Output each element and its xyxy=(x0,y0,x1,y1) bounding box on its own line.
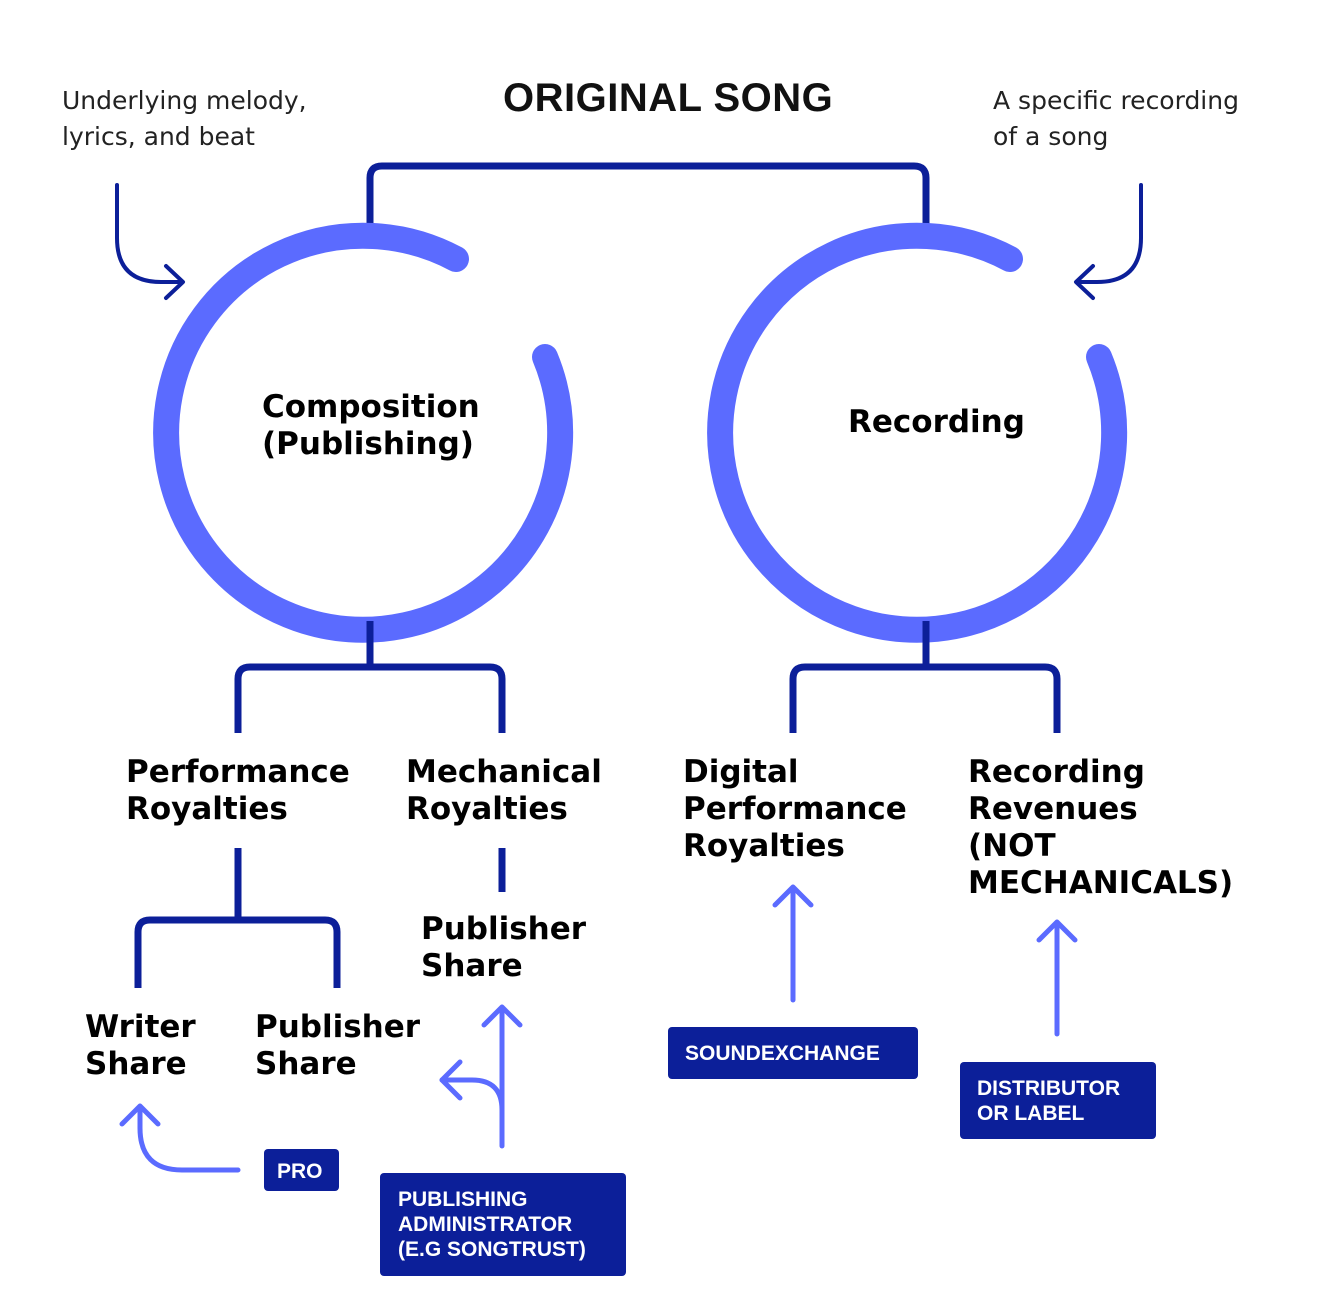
label-line: Publisher xyxy=(421,911,587,947)
composition-label: Composition (Publishing) xyxy=(262,389,480,463)
box-line: DISTRIBUTOR xyxy=(977,1077,1121,1100)
label-line: Royalties xyxy=(126,791,288,827)
top-connector xyxy=(366,162,930,228)
right-note-arrow xyxy=(1074,183,1143,300)
label-line: Performance xyxy=(126,754,350,790)
note-line: A specific recording xyxy=(993,86,1239,115)
label-line: Publisher xyxy=(255,1009,421,1045)
soundexchange-arrow xyxy=(772,884,814,1003)
publishing-administrator-box: PUBLISHING ADMINISTRATOR (E.G SONGTRUST) xyxy=(380,1173,626,1276)
label-line: Share xyxy=(85,1046,187,1082)
performance-split-connector xyxy=(134,848,341,988)
label-line: MECHANICALS) xyxy=(968,865,1234,901)
label-line: Share xyxy=(421,948,523,984)
label-line: Share xyxy=(255,1046,357,1082)
note-line: lyrics, and beat xyxy=(62,122,255,151)
note-line: of a song xyxy=(993,122,1109,151)
soundexchange-box: SOUNDEXCHANGE xyxy=(668,1027,918,1079)
label-line: Writer xyxy=(85,1009,196,1045)
label-line: Recording xyxy=(968,754,1145,790)
mechanical-royalties-label: Mechanical Royalties xyxy=(406,754,602,828)
label-line: Royalties xyxy=(683,828,845,864)
label-line: Recording xyxy=(848,404,1025,440)
digital-performance-royalties-label: Digital Performance Royalties xyxy=(683,754,907,865)
composition-branch-connector xyxy=(234,621,506,733)
box-line: PUBLISHING xyxy=(398,1188,528,1211)
page-title: ORIGINAL SONG xyxy=(503,76,834,120)
performance-royalties-label: Performance Royalties xyxy=(126,754,350,828)
performance-publisher-share-label: Publisher Share xyxy=(255,1009,420,1083)
label-line: Mechanical xyxy=(406,754,602,790)
label-line: Composition xyxy=(262,389,480,425)
box-line: OR LABEL xyxy=(977,1102,1085,1125)
box-line: (E.G SONGTRUST) xyxy=(398,1238,586,1261)
writer-share-label: Writer Share xyxy=(85,1009,196,1083)
pro-box: PRO xyxy=(264,1149,339,1191)
distributor-box: DISTRIBUTOR OR LABEL xyxy=(960,1062,1156,1139)
recording-label: Recording xyxy=(848,404,1025,441)
recording-branch-connector xyxy=(789,621,1061,733)
mechanical-publisher-share-label: Publisher Share xyxy=(421,911,586,985)
pro-arrow xyxy=(119,1103,241,1173)
recording-circle xyxy=(707,222,1128,643)
left-note-arrow xyxy=(115,183,185,300)
distributor-arrow xyxy=(1036,919,1078,1037)
note-line: Underlying melody, xyxy=(62,86,307,115)
box-line: PRO xyxy=(277,1160,323,1183)
label-line: (NOT xyxy=(968,828,1056,864)
composition-circle xyxy=(153,222,574,643)
label-line: (Publishing) xyxy=(262,426,474,462)
label-line: Performance xyxy=(683,791,907,827)
box-line: ADMINISTRATOR xyxy=(398,1213,573,1236)
box-line: SOUNDEXCHANGE xyxy=(685,1042,880,1065)
recording-revenues-label: Recording Revenues (NOT MECHANICALS) xyxy=(968,754,1233,902)
label-line: Revenues xyxy=(968,791,1138,827)
recording-note: A specific recording of a song xyxy=(993,83,1239,155)
label-line: Royalties xyxy=(406,791,568,827)
composition-note: Underlying melody, lyrics, and beat xyxy=(62,83,307,155)
publishing-admin-arrows xyxy=(439,1004,523,1149)
label-line: Digital xyxy=(683,754,799,790)
